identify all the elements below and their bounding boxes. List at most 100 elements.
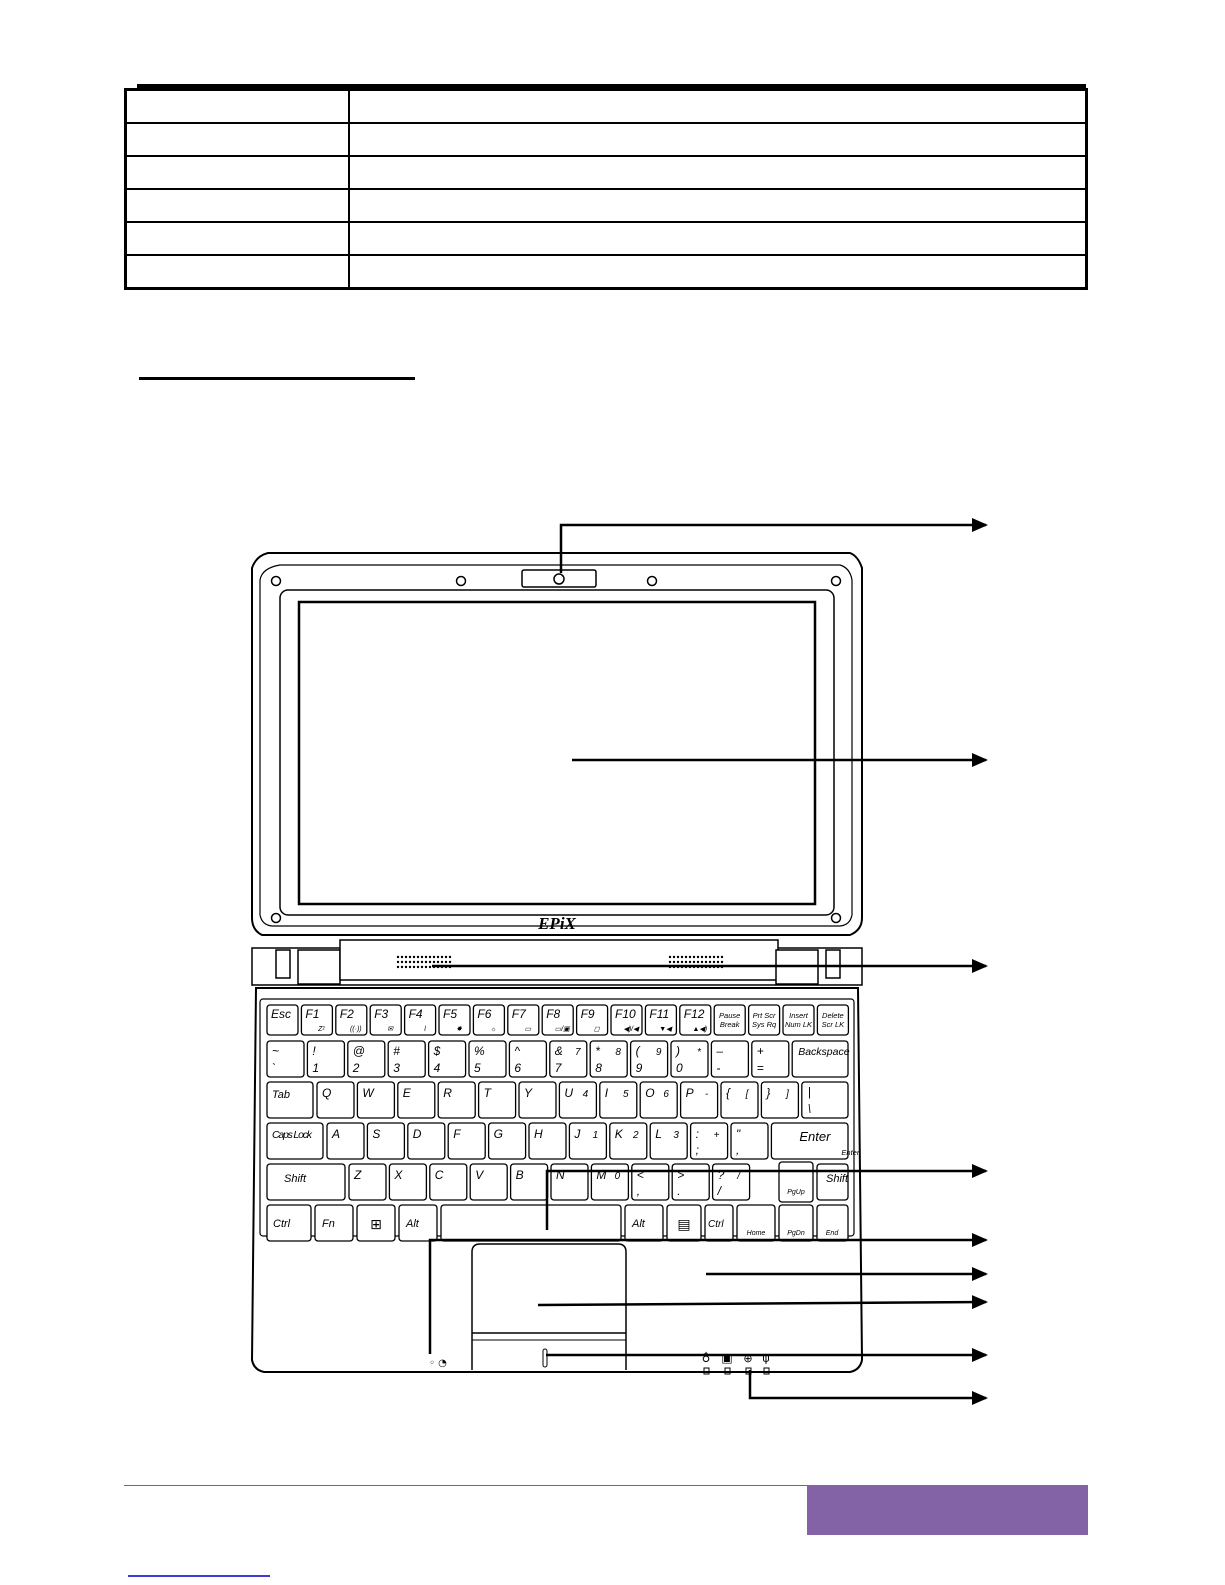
key-number-4[interactable]: $4 bbox=[427, 1040, 467, 1078]
key-cap bbox=[429, 1163, 468, 1201]
key-f9[interactable]: F9◻ bbox=[575, 1004, 609, 1036]
speaker-hole bbox=[720, 960, 724, 964]
key-bottom-1[interactable]: X bbox=[388, 1163, 428, 1201]
key-number-7[interactable]: &77 bbox=[549, 1040, 588, 1078]
key-cap bbox=[314, 1204, 354, 1242]
key-w[interactable]: W bbox=[356, 1081, 396, 1119]
key-windows[interactable]: ⊞ bbox=[356, 1204, 396, 1242]
key-backslash[interactable]: |\ bbox=[801, 1081, 849, 1119]
key-home-3[interactable]: F bbox=[447, 1122, 486, 1160]
key-end[interactable]: End bbox=[816, 1204, 849, 1242]
key-number-3[interactable]: #3 bbox=[387, 1040, 426, 1078]
key-space[interactable] bbox=[440, 1204, 622, 1242]
key-f12[interactable]: F12▲◀) bbox=[679, 1004, 712, 1036]
key-q[interactable]: Q bbox=[316, 1081, 355, 1119]
key-number-2[interactable]: @2 bbox=[347, 1040, 386, 1078]
speaker-hole bbox=[688, 960, 692, 964]
key-y[interactable]: Y bbox=[518, 1081, 557, 1119]
key-}[interactable]: }] bbox=[760, 1081, 800, 1119]
key-number-1[interactable]: !1 bbox=[306, 1040, 346, 1078]
speaker-hole bbox=[704, 955, 708, 959]
key-f10[interactable]: F10◀)/◀ bbox=[610, 1004, 643, 1036]
key-t[interactable]: T bbox=[477, 1081, 517, 1119]
key-label: U bbox=[564, 1086, 573, 1100]
key-bottom-5[interactable]: N bbox=[550, 1163, 589, 1201]
key-home-10[interactable]: ", bbox=[730, 1122, 769, 1160]
key-sub-label: ✉ bbox=[387, 1026, 394, 1033]
key-f5[interactable]: F5✸ bbox=[438, 1004, 471, 1036]
key-f8[interactable]: F8▭/▣ bbox=[541, 1004, 574, 1036]
key-alt-right[interactable]: Alt bbox=[624, 1204, 664, 1242]
speaker-hole bbox=[708, 960, 712, 964]
key-home-9[interactable]: :+; bbox=[689, 1122, 729, 1160]
key-number-12[interactable]: += bbox=[751, 1040, 790, 1078]
key-label: Delete bbox=[822, 1011, 844, 1020]
key-bottom-3[interactable]: V bbox=[469, 1163, 508, 1201]
key-cap bbox=[306, 1040, 346, 1078]
key-cap bbox=[751, 1040, 790, 1078]
key-home-1[interactable]: S bbox=[366, 1122, 406, 1160]
key-pgdn[interactable]: PgDn bbox=[778, 1204, 814, 1242]
key-f3[interactable]: F3✉ bbox=[369, 1004, 402, 1036]
key-home-0[interactable]: A bbox=[326, 1122, 365, 1160]
key-ctrl-left[interactable]: Ctrl bbox=[266, 1204, 312, 1242]
key-tab[interactable]: Tab bbox=[266, 1081, 314, 1119]
key-bottom-8[interactable]: >. bbox=[671, 1163, 710, 1201]
key-e[interactable]: E bbox=[397, 1081, 436, 1119]
key-f4[interactable]: F4⌇ bbox=[403, 1004, 437, 1036]
key-label: Enter bbox=[799, 1129, 831, 1144]
key-r[interactable]: R bbox=[437, 1081, 476, 1119]
key-alt-left[interactable]: Alt bbox=[398, 1204, 438, 1242]
key-number-9[interactable]: (99 bbox=[629, 1040, 669, 1078]
key-bottom-0[interactable]: Z bbox=[348, 1163, 387, 1201]
key-label: Fn bbox=[322, 1218, 335, 1230]
callout-indicators bbox=[748, 1370, 988, 1405]
key-label: 6 bbox=[514, 1061, 521, 1075]
key-home-5[interactable]: H bbox=[528, 1122, 567, 1160]
key-number-10[interactable]: )0* bbox=[670, 1040, 709, 1078]
key-backspace[interactable]: Backspace bbox=[791, 1040, 850, 1078]
key-f2[interactable]: F2((·)) bbox=[335, 1004, 368, 1036]
key-p[interactable]: P- bbox=[679, 1081, 719, 1119]
key-shift-left[interactable]: Shift bbox=[266, 1163, 346, 1201]
key-bottom-4[interactable]: B bbox=[509, 1163, 549, 1201]
key-ctrl-right[interactable]: Ctrl bbox=[704, 1204, 734, 1242]
key-fn[interactable]: Fn bbox=[314, 1204, 354, 1242]
key-esc[interactable]: Esc bbox=[266, 1004, 299, 1036]
key-caps-lock[interactable]: Caps Lock bbox=[266, 1122, 324, 1160]
key-shift-right[interactable]: Shift bbox=[816, 1163, 849, 1201]
key-number-6[interactable]: ^6 bbox=[508, 1040, 548, 1078]
key-home-2[interactable]: D bbox=[407, 1122, 446, 1160]
key-number-8[interactable]: *88 bbox=[589, 1040, 628, 1078]
key-pgup[interactable]: PgUp bbox=[778, 1161, 814, 1203]
key-number-11[interactable]: –- bbox=[710, 1040, 750, 1078]
key-bottom-2[interactable]: C bbox=[429, 1163, 468, 1201]
key-bottom-9[interactable]: ?// bbox=[711, 1163, 751, 1201]
key-{[interactable]: {[ bbox=[720, 1081, 759, 1119]
key-label: F5 bbox=[443, 1007, 457, 1021]
key-home-4[interactable]: G bbox=[487, 1122, 527, 1160]
key-label: S bbox=[372, 1127, 380, 1141]
key-menu[interactable]: ▤ bbox=[666, 1204, 702, 1242]
key-home[interactable]: Home bbox=[736, 1204, 776, 1242]
key-number-0[interactable]: ~` bbox=[266, 1040, 305, 1078]
key-bottom-7[interactable]: <, bbox=[631, 1163, 670, 1201]
key-f7[interactable]: F7▭ bbox=[507, 1004, 540, 1036]
key-f6[interactable]: F6☼ bbox=[472, 1004, 506, 1036]
key-number-5[interactable]: %5 bbox=[468, 1040, 507, 1078]
key-f11[interactable]: F11▼◀ bbox=[644, 1004, 678, 1036]
webcam-lens bbox=[553, 573, 565, 585]
